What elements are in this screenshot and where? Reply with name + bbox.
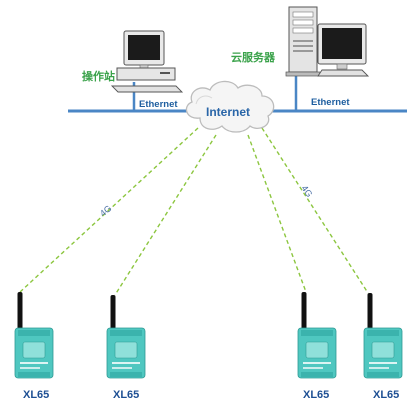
panel-text-line [20, 362, 48, 364]
front-panel [22, 341, 46, 359]
wireless-link-2 [114, 134, 217, 296]
wireless-link-1 [19, 127, 199, 293]
link-4g-label-right: 4G [299, 183, 314, 199]
device-label: XL65 [113, 389, 139, 401]
wireless-links [19, 127, 369, 296]
panel-text-line [112, 362, 140, 364]
panel-text-line [303, 367, 323, 369]
4g-modem-icon: XL65 [297, 292, 337, 401]
4g-modem-icon: XL65 [363, 293, 403, 401]
link-4g-label-left: 4G [98, 203, 114, 218]
panel-text-line [369, 367, 389, 369]
ethernet-label-right: Ethernet [311, 97, 350, 108]
terminal-strip [367, 372, 399, 377]
4g-modem-icon: XL65 [14, 292, 54, 401]
front-panel [114, 341, 138, 359]
panel-text-line [303, 362, 331, 364]
4g-modem-icon: XL65 [106, 295, 146, 401]
terminal-strip [301, 330, 333, 336]
terminal-strip [110, 372, 142, 377]
operator-station-computer-icon [110, 30, 184, 93]
device-label: XL65 [303, 389, 329, 401]
terminal-strip [367, 330, 399, 336]
terminal-strip [18, 372, 50, 377]
cloud-server-label: 云服务器 [231, 50, 276, 64]
front-panel [305, 341, 329, 359]
ethernet-label-left: Ethernet [139, 99, 178, 110]
operator-station-label: 操作站 [82, 69, 115, 83]
device-label: XL65 [373, 389, 399, 401]
panel-text-line [20, 367, 40, 369]
cloud-icon [185, 80, 275, 133]
wireless-link-4 [261, 127, 369, 294]
front-panel [371, 341, 395, 359]
terminal-strip [301, 372, 333, 377]
device-group: XL65 XL65 XL65 XL65 [14, 292, 403, 401]
terminal-strip [110, 330, 142, 336]
terminal-strip [18, 330, 50, 336]
panel-text-line [112, 367, 132, 369]
wireless-link-3 [247, 134, 307, 293]
panel-text-line [369, 362, 397, 364]
internet-label: Internet [206, 105, 250, 119]
server-monitor-icon [317, 23, 370, 77]
device-label: XL65 [23, 389, 49, 401]
server-tower-icon [285, 6, 321, 77]
